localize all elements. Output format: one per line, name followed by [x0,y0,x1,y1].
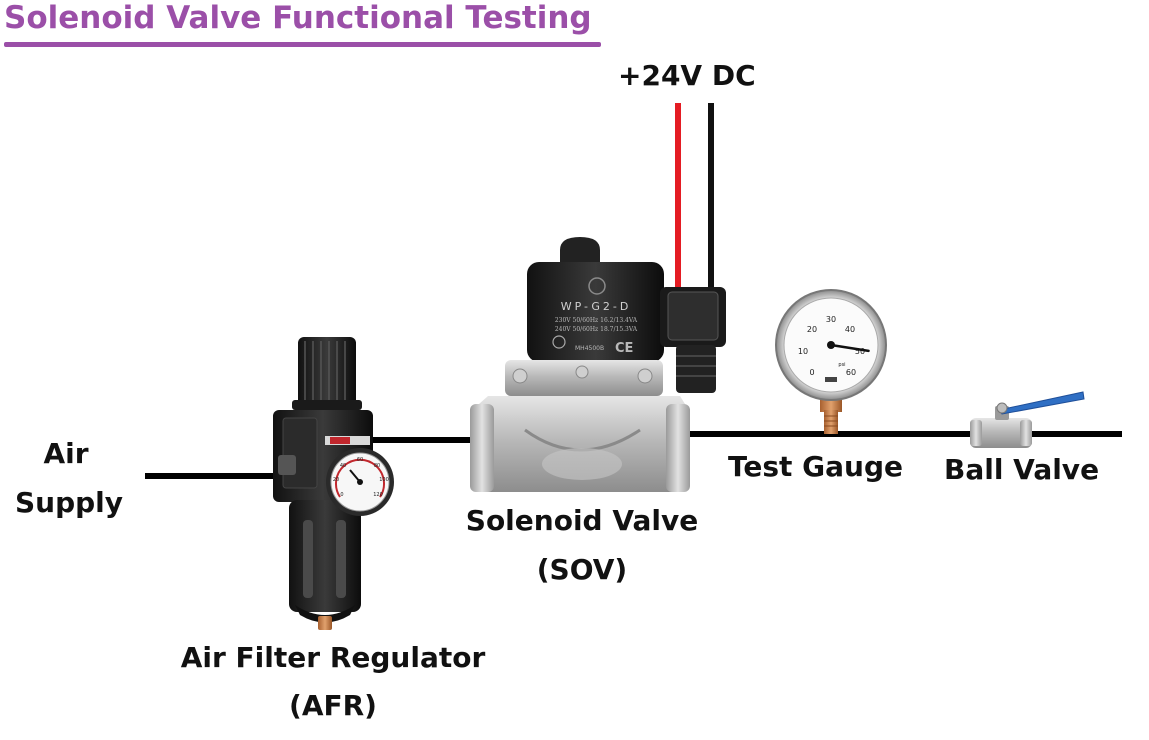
coil-model-text: WP-G2-D [561,300,632,313]
title-underline [4,42,601,47]
air-supply-label-line1: Air [43,437,89,470]
negative-wire [708,103,714,291]
afr-tick-0: 0 [340,492,343,498]
coil-logo-icon [588,277,606,295]
ball-valve [970,391,1085,448]
afr-tick-100: 100 [379,477,389,483]
pipe-afr-to-sov [372,437,472,443]
afr-tick-40: 40 [340,463,346,469]
solenoid-valve: WP-G2-D 230V 50/60Hz 16.2/13.4VA 240V 50… [470,237,726,492]
test-gauge: 0 10 20 30 40 50 60 psi [775,289,887,434]
coil-rating-line2: 240V 50/60Hz 18.7/15.3VA [555,326,638,333]
gauge-unit: psi [838,362,845,368]
gauge-tick-60: 60 [846,368,856,377]
page-title: Solenoid Valve Functional Testing [4,0,592,36]
coil-rating-line1: 230V 50/60Hz 16.2/13.4VA [555,317,638,324]
afr-tick-60: 60 [357,457,363,463]
afr-label-line1: Air Filter Regulator [180,641,486,674]
ul-mark-icon [552,335,566,349]
test-gauge-label: Test Gauge [728,450,904,483]
pipe-outlet [1030,431,1122,437]
gauge-tick-50: 50 [855,347,865,356]
gauge-needle [829,343,870,353]
gauge-tick-10: 10 [798,347,808,356]
afr-label-line2: (AFR) [289,689,377,722]
gauge-tick-30: 30 [826,315,836,324]
gauge-tick-20: 20 [807,325,817,334]
gauge-tick-0: 0 [809,368,814,377]
sov-label-line2: (SOV) [536,553,628,586]
coil-part-number: MH4500B [575,345,604,352]
air-supply-label-line2: Supply [14,486,124,519]
sov-label-line1: Solenoid Valve [465,504,699,537]
afr-tick-80: 80 [374,463,380,469]
pipe-air-supply [145,473,285,479]
afr-tick-20: 20 [333,477,339,483]
positive-wire [675,103,681,295]
ball-valve-label: Ball Valve [944,453,1100,486]
power-label: +24V DC [618,59,756,92]
gauge-tick-40: 40 [845,325,855,334]
afr-tick-120: 120 [373,492,383,498]
air-filter-regulator: 0 20 40 60 80 100 120 [273,337,394,630]
coil-ce-mark: CE [615,341,633,356]
